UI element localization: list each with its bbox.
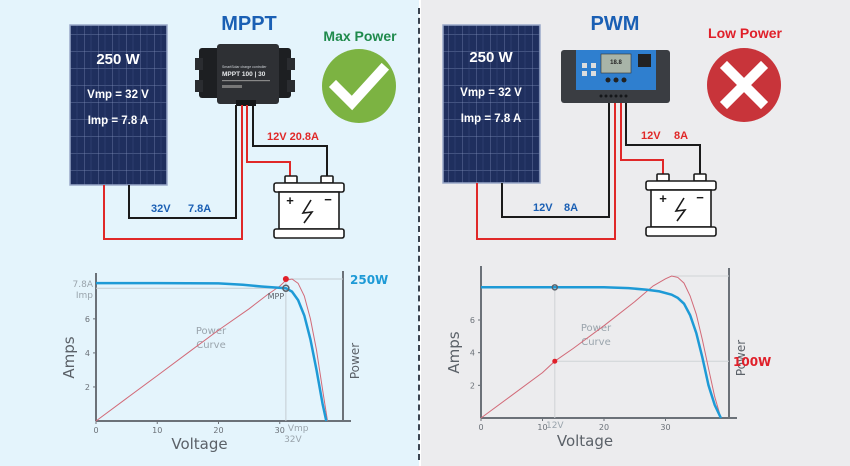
pwm-output-current: 8A xyxy=(674,130,688,142)
vmp-label: Vmp xyxy=(288,424,309,434)
imp-sub-label: Imp xyxy=(76,291,93,301)
power-value-label: 100W xyxy=(733,355,771,369)
power-value-label: 250W xyxy=(350,273,388,287)
mppt-controller-model: MPPT 100 | 30 xyxy=(222,71,266,78)
pwm-charge-controller: 18.8 xyxy=(561,50,670,103)
y-tick-label: 2 xyxy=(470,381,475,390)
mppt-controller-brand: SmartSolar charge controller xyxy=(222,65,267,69)
pwm-panel-watts: 250 W xyxy=(469,49,513,66)
mppt-input-current: 7.8A xyxy=(188,203,211,215)
mppt-panel-watts: 250 W xyxy=(96,51,140,68)
x-tick-label: 10 xyxy=(152,426,162,435)
panel-divider xyxy=(418,8,420,460)
x-tick-label: 20 xyxy=(599,423,609,432)
y2-axis-label: Power xyxy=(734,340,748,376)
svg-text:18.8: 18.8 xyxy=(610,60,622,66)
power-curve-label: Power xyxy=(581,323,612,334)
lightning-icon xyxy=(674,197,687,222)
mppt-wiring xyxy=(103,105,328,240)
x-axis-label: Voltage xyxy=(557,432,613,450)
max-power-point xyxy=(282,276,289,282)
y2-axis-label: Power xyxy=(348,343,362,379)
battery-minus: − xyxy=(696,190,704,205)
power-curve-line xyxy=(480,275,722,419)
pwm-wiring xyxy=(476,103,701,240)
y-axis-label: Amps xyxy=(60,336,78,378)
vmp-sub-label: 32V xyxy=(284,435,302,445)
x-tick-label: 30 xyxy=(275,426,285,435)
mppt-status-text: Max Power xyxy=(323,28,397,44)
power-curve-label: Curve xyxy=(196,340,226,351)
battery-plus: + xyxy=(659,191,667,206)
y-tick-label: 4 xyxy=(85,349,90,358)
mppt-input-voltage: 32V xyxy=(151,203,171,215)
x-tick-label: 0 xyxy=(93,426,98,435)
operating-point-marker xyxy=(551,284,559,291)
y-tick-label: 2 xyxy=(85,383,90,392)
power-curve-label: Curve xyxy=(581,337,611,348)
x-tick-label: 10 xyxy=(537,423,547,432)
power-curve-label: Power xyxy=(196,326,227,337)
x-axis-label: Voltage xyxy=(171,435,227,453)
y-tick-label: 4 xyxy=(470,349,475,358)
iv-curve-line xyxy=(96,281,328,422)
mppt-output-label: 12V 20.8A xyxy=(267,131,319,143)
power-curve-line xyxy=(95,278,328,422)
y-axis-label: Amps xyxy=(445,331,463,373)
pwm-solar-panel: 250 W Vmp = 32 V Imp = 7.8 A xyxy=(442,24,541,184)
battery-plus: + xyxy=(286,193,294,208)
y-tick-label: 6 xyxy=(470,316,475,325)
mppt-charge-controller: SmartSolar charge controller MPPT 100 | … xyxy=(195,44,295,106)
mpp-label: MPP xyxy=(268,292,285,301)
operating-power-point xyxy=(552,358,558,364)
pwm-input-current: 8A xyxy=(564,202,578,214)
pwm-input-voltage: 12V xyxy=(533,202,553,214)
imp-label: 7.8A xyxy=(73,280,94,290)
mppt-panel-vmp: Vmp = 32 V xyxy=(87,89,149,101)
mppt-solar-panel: 250 W Vmp = 32 V Imp = 7.8 A xyxy=(69,24,168,186)
x-tick-label: 30 xyxy=(660,423,670,432)
check-icon xyxy=(322,49,396,123)
battery-minus: − xyxy=(324,192,332,207)
pwm-battery-icon: + − xyxy=(645,173,717,237)
pwm-output-voltage: 12V xyxy=(641,130,661,142)
mpp-marker xyxy=(282,284,290,292)
pwm-title: PWM xyxy=(591,13,640,35)
y-tick-label: 6 xyxy=(85,315,90,324)
pwm-status-text: Low Power xyxy=(708,25,782,41)
iv-curve-line xyxy=(481,286,723,419)
lightning-icon xyxy=(301,199,314,224)
pwm-panel-vmp: Vmp = 32 V xyxy=(460,87,522,99)
x-icon xyxy=(707,48,781,122)
x-tick-label: 20 xyxy=(213,426,223,435)
mppt-battery-icon: + − xyxy=(273,175,345,239)
op-voltage-label: 12V xyxy=(546,421,564,431)
pwm-panel-imp: Imp = 7.8 A xyxy=(461,113,522,125)
mppt-panel-imp: Imp = 7.8 A xyxy=(88,115,149,127)
x-tick-label: 0 xyxy=(478,423,483,432)
mppt-title: MPPT xyxy=(221,13,277,35)
